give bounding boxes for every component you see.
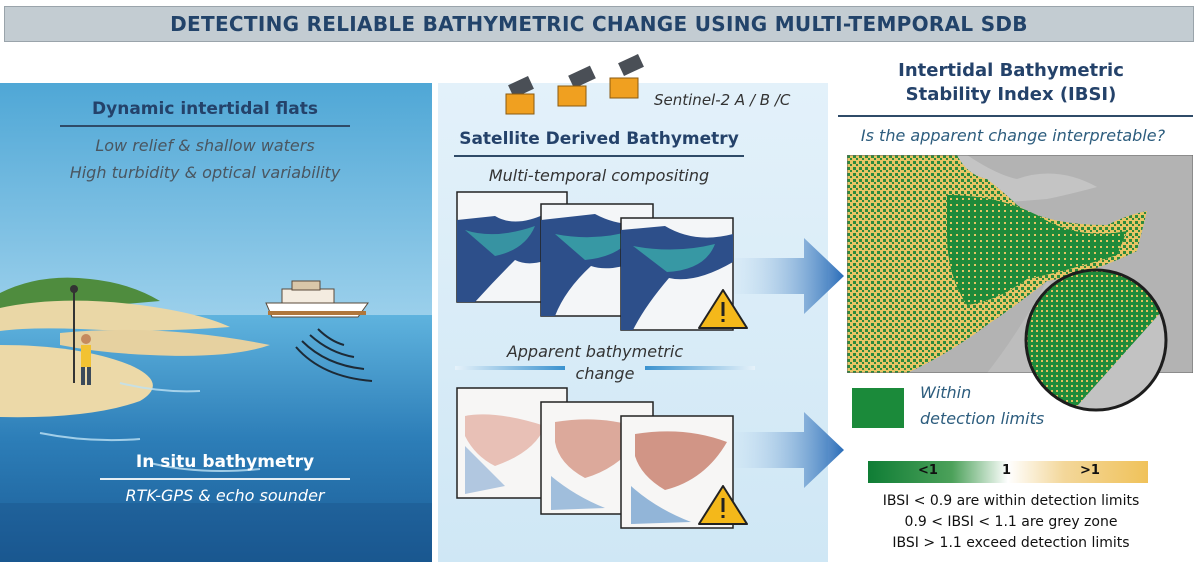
ibsi-rule [838,115,1193,117]
sentinel-label: Sentinel-2 A / B /C [654,91,791,109]
surveyor-icon [70,285,91,385]
note-2: 0.9 < IBSI < 1.1 are grey zone [904,514,1118,530]
coastal-scene [0,83,432,562]
colorbar-high: >1 [1080,463,1100,478]
ibsi-title-line2: Stability Index (IBSI) [905,84,1117,105]
sandbank [60,329,270,356]
legend-line2: detection limits [920,409,1045,428]
left-heading: Dynamic intertidal flats [92,99,318,119]
colorbar-low: <1 [918,463,938,478]
change-label-line2: change [575,364,635,383]
note-1: IBSI < 0.9 are within detection limits [882,493,1140,509]
ibsi-title-line1: Intertidal Bathymetric [898,60,1124,81]
colorbar-mid: 1 [1002,463,1012,478]
satellite-icon [505,76,535,115]
change-rule-left [455,366,565,370]
note-3: IBSI > 1.1 exceed detection limits [892,535,1130,551]
sdb-heading: Satellite Derived Bathymetry [459,129,739,149]
right-arrow-icon [734,238,844,314]
satellites [505,54,644,115]
sdb-rule [454,155,744,157]
ibsi-notes: IBSI < 0.9 are within detection limits 0… [836,491,1186,554]
left-line1: Low relief & shallow waters [95,136,315,155]
sandbank [0,345,153,418]
left-line2: High turbidity & optical variability [69,163,341,182]
insitu-heading: In situ bathymetry [135,452,315,472]
change-maps [456,387,748,529]
sonar-waves-icon [295,328,373,382]
legend-swatch [852,388,904,428]
zoom-inset [1024,268,1168,412]
ibsi-question: Is the apparent change interpretable? [860,126,1166,145]
ibsi-colorbar [868,461,1148,483]
boat-icon [265,280,369,318]
right-arrow-icon [734,412,844,488]
banner-title: DETECTING RELIABLE BATHYMETRIC CHANGE US… [4,6,1194,42]
sdb-maps [456,191,748,331]
warning-icon [698,289,748,329]
change-rule-right [645,366,755,370]
insitu-sub: RTK-GPS & echo sounder [125,486,325,505]
satellite-icon [557,65,596,107]
legend-line1: Within [920,383,972,402]
sandbank [0,300,230,331]
compositing-label: Multi-temporal compositing [488,166,710,185]
satellite-icon [609,54,644,99]
warning-icon [698,485,748,525]
change-label-line1: Apparent bathymetric [506,342,684,361]
left-heading-rule [60,125,350,127]
insitu-rule [100,478,350,480]
